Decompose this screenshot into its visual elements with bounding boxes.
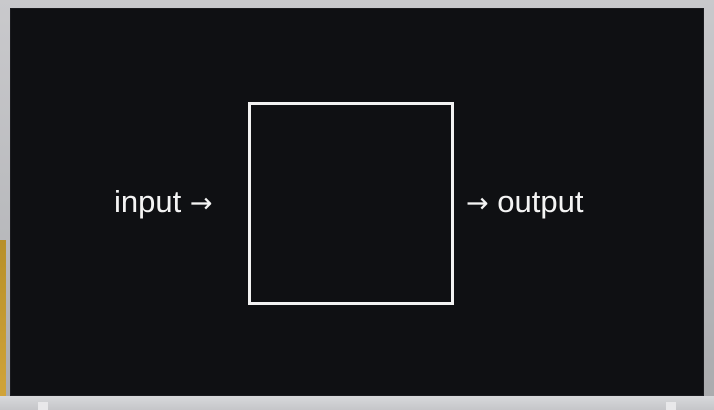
left-foot [38,402,48,410]
output-label-group: → output [466,182,583,224]
input-label-group: input → [114,182,212,224]
input-arrow-icon: → [189,188,213,219]
right-foot [666,402,676,410]
presentation-screen: input → → output [10,8,704,396]
output-arrow-icon: → [466,188,489,219]
wall-background [0,240,6,410]
output-label: output [497,184,584,219]
input-label: input [114,184,182,219]
bottom-bezel [0,396,714,410]
black-box [248,102,454,305]
